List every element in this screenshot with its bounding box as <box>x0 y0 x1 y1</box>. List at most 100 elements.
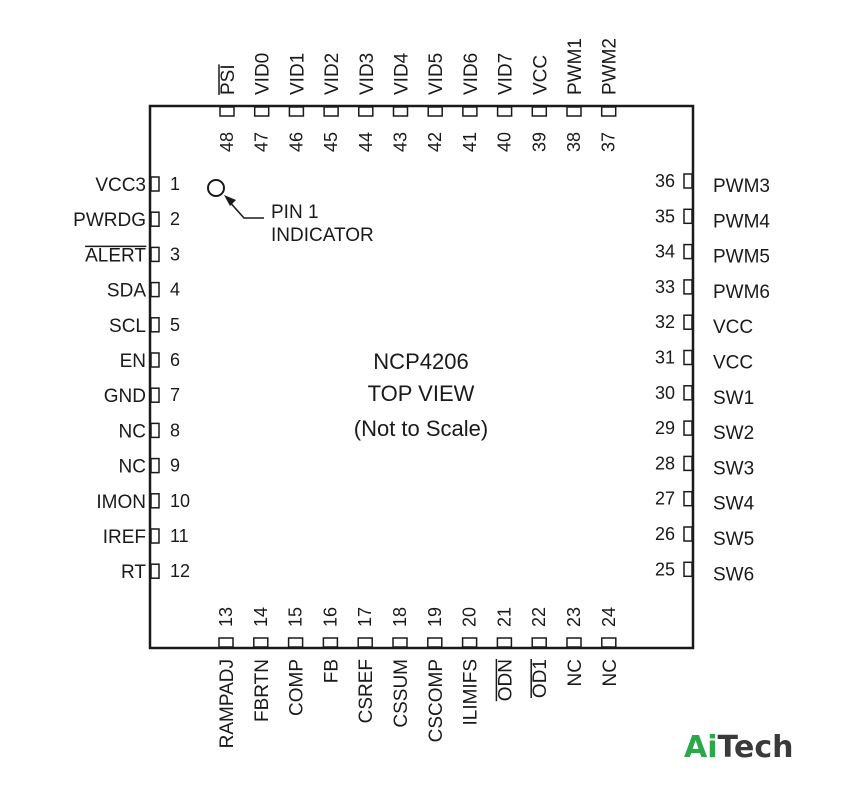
pin-pad <box>150 528 160 544</box>
pin-label: VID6 <box>461 53 482 95</box>
pin-left-7: GND 7 <box>104 385 180 407</box>
pin-label-rot: NC <box>565 659 586 686</box>
pin-label-rot: NC <box>600 659 621 686</box>
pin-number: 32 <box>655 312 675 332</box>
pin-pad <box>357 637 373 648</box>
pin-number: 36 <box>655 171 675 191</box>
pin-number: 47 <box>252 132 272 152</box>
pin-number: 21 <box>494 607 514 627</box>
pin-number: 30 <box>655 383 675 403</box>
pin-top-47: 47 VID0 <box>252 53 274 152</box>
pin-number: 22 <box>529 607 549 627</box>
chip-scale-note: (Not to Scale) <box>354 416 489 441</box>
pin-label: SW6 <box>713 564 754 585</box>
pin-label: RAMPADJ <box>217 659 238 748</box>
pin-pad <box>683 420 693 436</box>
pin-pad <box>150 493 160 509</box>
pin-number-rot: 46 <box>286 132 306 152</box>
pin-label: CSCOMP <box>426 659 447 742</box>
pin-top-41: 41 VID6 <box>460 53 482 152</box>
pin-number: 41 <box>460 132 480 152</box>
pin-label-rot: VID3 <box>357 53 378 95</box>
pin-label-rot: RAMPADJ <box>217 659 238 748</box>
pin-pad <box>462 106 478 117</box>
pin-number: 16 <box>320 607 340 627</box>
pin-number: 10 <box>170 491 190 511</box>
pin-number: 8 <box>170 420 180 440</box>
pin-left-10: IMON 10 <box>96 491 190 513</box>
pin-pad <box>150 281 160 298</box>
pin-number: 40 <box>495 132 515 152</box>
pin-number: 24 <box>599 607 619 627</box>
pin-number: 38 <box>564 132 584 152</box>
pin-label: NC <box>119 457 146 478</box>
pin-number-rot: 37 <box>599 132 619 152</box>
pin-label: VID7 <box>496 53 517 95</box>
pin-number-rot: 48 <box>217 132 237 152</box>
pin-number: 20 <box>460 607 480 627</box>
pin-label-rot: VID6 <box>461 53 482 95</box>
pin-number: 31 <box>655 348 675 368</box>
pin-pad <box>150 387 160 403</box>
pin-number: 11 <box>170 526 189 546</box>
pin-pad <box>150 176 160 192</box>
pin-number: 42 <box>425 132 445 152</box>
pin-pad <box>566 637 582 648</box>
pin-number: 26 <box>655 524 675 544</box>
pin-pad <box>683 455 693 472</box>
pin-number: 23 <box>564 607 584 627</box>
pin-number: 33 <box>655 277 675 297</box>
pin-number: 15 <box>286 607 306 627</box>
pin-number: 25 <box>655 559 675 579</box>
pin-label: FB <box>321 659 342 683</box>
pin-pad <box>496 106 513 117</box>
pin-label: GND <box>104 386 146 407</box>
pin-number-rot: 17 <box>355 607 375 627</box>
pin-label: PWM2 <box>600 38 621 95</box>
pin-label: ALERT <box>85 245 146 266</box>
pin-number-rot: 38 <box>564 132 584 152</box>
pin-label-rot: FB <box>321 659 342 683</box>
pin-number: 1 <box>170 174 180 194</box>
pin-pad <box>287 637 304 648</box>
pin-label-rot: VID4 <box>392 52 413 95</box>
pin-right-25: 25 SW6 <box>655 559 754 585</box>
pin-pad <box>288 106 305 117</box>
pin-label: PWM4 <box>713 211 770 232</box>
pin-label: SW2 <box>713 423 754 444</box>
pin-label: VID1 <box>287 53 308 95</box>
pin-label: CSREF <box>356 659 377 723</box>
pin-top-40: 40 VID7 <box>495 53 517 152</box>
pin-label: NC <box>600 659 621 686</box>
pin-number: 3 <box>170 244 180 264</box>
pin-number: 48 <box>217 132 237 152</box>
pin-label: RT <box>121 562 146 583</box>
pin-label: SDA <box>107 281 146 302</box>
pin-label-rot: VID0 <box>253 53 274 95</box>
pin-number: 7 <box>170 385 180 405</box>
pin-number-rot: 20 <box>460 607 480 627</box>
pin-number: 18 <box>390 607 410 627</box>
pin-pad <box>531 637 547 648</box>
pin-label-rot: VCC <box>530 55 551 95</box>
pin-label: IMON <box>96 492 146 513</box>
pin-label-rot: CSREF <box>356 659 377 723</box>
pin-label-rot: PSI <box>218 64 239 95</box>
pin-top-48: 48 PSI <box>217 64 239 152</box>
pin-number-rot: 15 <box>286 607 306 627</box>
